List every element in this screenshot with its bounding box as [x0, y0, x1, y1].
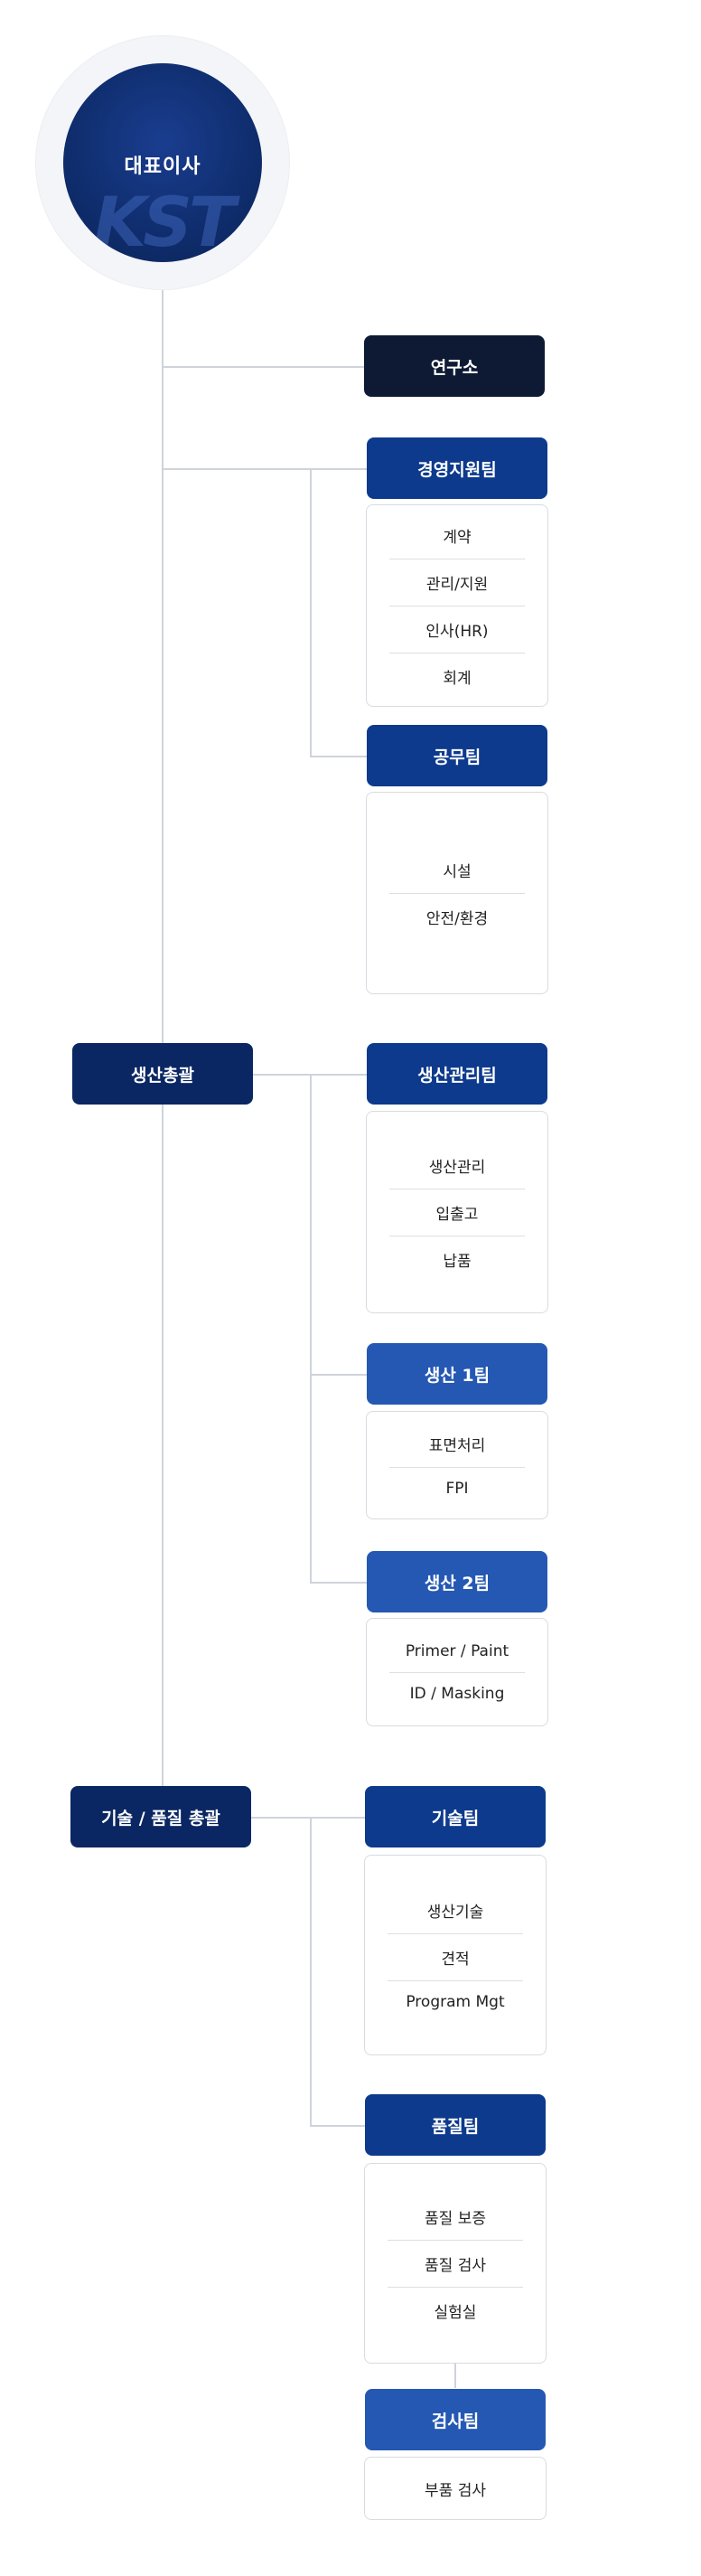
connector-admin-branch — [310, 468, 312, 757]
team-prod2-items: Primer / Paint ID / Masking — [366, 1618, 548, 1726]
connector-quality — [310, 2125, 365, 2127]
connector-facilities — [310, 756, 367, 757]
connector-management — [163, 468, 367, 470]
team-tech-header: 기술팀 — [365, 1786, 546, 1847]
list-item: 실험실 — [434, 2303, 477, 2322]
team-inspection-header: 검사팀 — [365, 2389, 546, 2450]
list-item: 인사(HR) — [389, 606, 525, 653]
list-item: 납품 — [443, 1252, 472, 1271]
list-item: 부품 검사 — [425, 2481, 486, 2500]
connector-production-branch — [310, 1074, 312, 1583]
team-quality-header: 품질팀 — [365, 2094, 546, 2156]
list-item: 시설 — [389, 847, 525, 894]
list-item: 입출고 — [389, 1189, 525, 1236]
team-facilities-items: 시설 안전/환경 — [366, 792, 548, 994]
team-management-header: 경영지원팀 — [367, 437, 547, 499]
list-item: FPI — [445, 1480, 469, 1498]
list-item: 생산관리 — [389, 1142, 525, 1189]
team-facilities-header: 공무팀 — [367, 725, 547, 786]
team-management-items: 계약 관리/지원 인사(HR) 회계 — [366, 504, 548, 707]
connector-prod2 — [310, 1582, 367, 1584]
connector-inspection — [454, 2363, 456, 2388]
list-item: 표면처리 — [389, 1421, 525, 1468]
team-prod-mgmt-items: 생산관리 입출고 납품 — [366, 1111, 548, 1313]
list-item: 품질 검사 — [388, 2241, 523, 2288]
team-prod-mgmt-header: 생산관리팀 — [367, 1043, 547, 1105]
division-tech-quality-header: 기술 / 품질 총괄 — [70, 1786, 251, 1847]
connector-tech-division — [251, 1817, 365, 1819]
team-prod2-header: 생산 2팀 — [367, 1551, 547, 1612]
list-item: Primer / Paint — [389, 1631, 525, 1673]
ceo-node: KST 대표이사 — [63, 63, 262, 262]
team-lab-header: 연구소 — [364, 335, 545, 397]
list-item: 생산기술 — [388, 1887, 523, 1934]
list-item: 품질 보증 — [388, 2194, 523, 2241]
list-item: Program Mgt — [406, 1993, 505, 2011]
list-item: 계약 — [389, 512, 525, 559]
team-prod1-header: 생산 1팀 — [367, 1343, 547, 1405]
team-tech-items: 생산기술 견적 Program Mgt — [364, 1855, 547, 2055]
team-inspection-items: 부품 검사 — [364, 2457, 547, 2520]
list-item: 견적 — [388, 1934, 523, 1981]
connector-lab — [163, 366, 364, 368]
list-item: 관리/지원 — [389, 559, 525, 606]
list-item: 안전/환경 — [425, 909, 489, 928]
connector-tech-branch — [310, 1817, 312, 2126]
ceo-label: 대표이사 — [124, 155, 201, 178]
connector-prod1 — [310, 1374, 367, 1376]
team-prod1-items: 표면처리 FPI — [366, 1411, 548, 1519]
list-item: ID / Masking — [409, 1684, 505, 1703]
division-production-header: 생산총괄 — [72, 1043, 253, 1105]
kst-logo-watermark: KST — [93, 182, 235, 262]
list-item: 회계 — [443, 669, 472, 688]
team-quality-items: 품질 보증 품질 검사 실험실 — [364, 2163, 547, 2364]
